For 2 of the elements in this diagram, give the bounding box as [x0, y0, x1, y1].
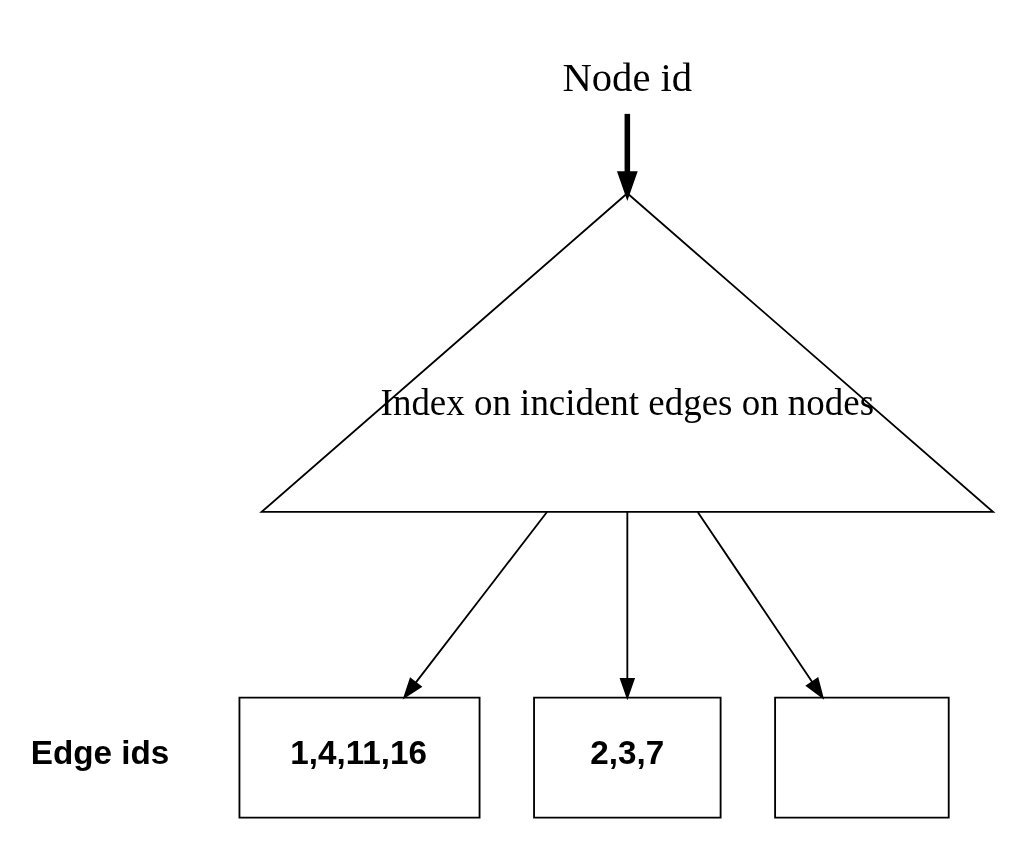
label: Edge ids — [30, 733, 170, 771]
node-text: Node id — [562, 54, 693, 100]
